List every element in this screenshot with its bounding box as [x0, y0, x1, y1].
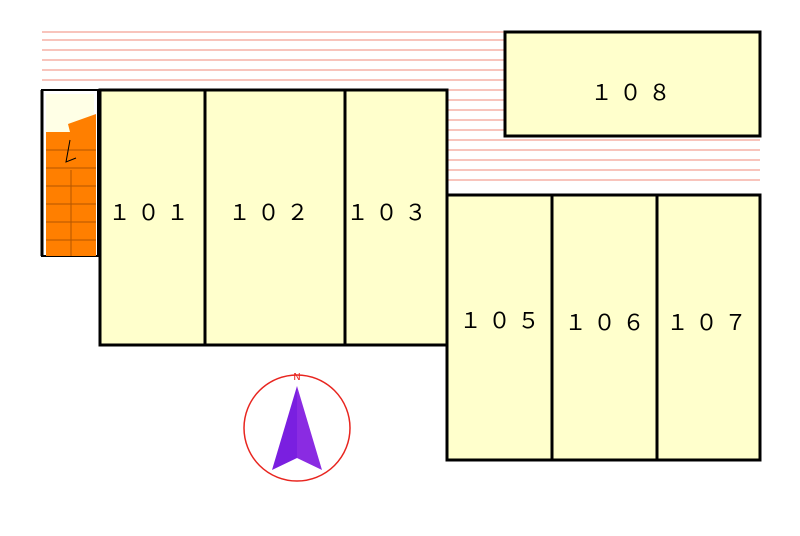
room-102: １０２	[203, 88, 347, 347]
room-107-label: １０７	[666, 311, 753, 336]
room-103: １０３	[343, 88, 449, 347]
room-108-label: １０８	[590, 81, 677, 106]
room-103-label: １０３	[346, 201, 433, 226]
room-101-label: １０１	[108, 201, 195, 226]
room-107: １０７	[655, 193, 762, 462]
room-105: １０５	[445, 193, 554, 462]
room-101: １０１	[98, 88, 207, 347]
room-102-label: １０２	[228, 201, 315, 226]
staircase-icon	[40, 89, 99, 257]
corridor-stripes	[42, 39, 760, 181]
compass-north-label: N	[293, 372, 300, 383]
room-106-label: １０６	[564, 311, 651, 336]
room-106: １０６	[550, 193, 659, 462]
room-105-label: １０５	[459, 309, 546, 334]
room-108: １０８	[503, 30, 762, 138]
compass-north-arrow-icon: N	[243, 372, 351, 482]
